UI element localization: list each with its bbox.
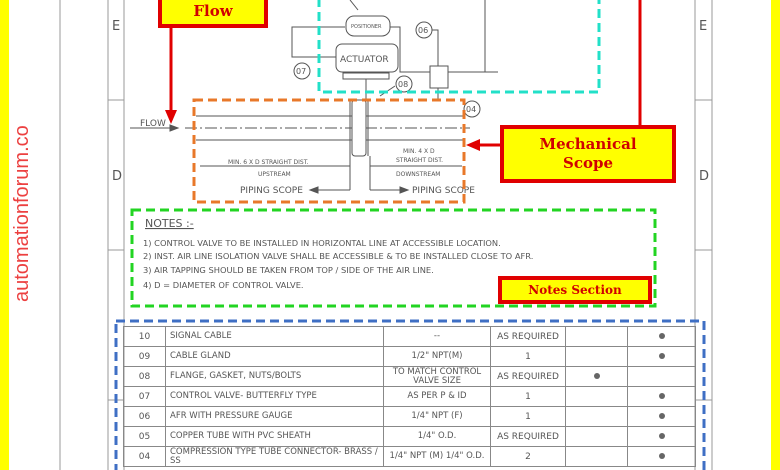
bom-cell-col6 [627,386,696,407]
bom-cell-no: 04 [123,446,166,467]
note-3: 3) AIR TAPPING SHOULD BE TAKEN FROM TOP … [143,265,434,275]
bom-cell-qty: 1 [490,406,566,427]
bom-cell-size: 1/2" NPT(M) [383,346,491,367]
instrument-scope-box [317,0,601,94]
notes-box [130,208,657,308]
bom-cell-qty: 2 [490,446,566,467]
bom-cell-no: 07 [123,386,166,407]
sheet-frame [59,0,713,470]
downstream-label: DOWNSTREAM [396,171,440,178]
bom-cell-desc: FLANGE, GASKET, NUTS/BOLTS [165,366,384,387]
bom-cell-size: 1/4" NPT (F) [383,406,491,427]
bom-cell-qty: 1 [490,346,566,367]
bom-cell-col6 [627,346,696,367]
bom-cell-no: 08 [123,366,166,387]
piping-scope-right: PIPING SCOPE [412,186,475,196]
bom-cell-qty: AS REQUIRED [490,326,566,347]
bullet-icon [658,352,665,359]
bullet-icon [658,432,665,439]
bom-cell-col5 [565,386,628,407]
bom-cell-col6 [627,326,696,347]
actuator-label: ACTUATOR [340,55,389,65]
instrument-assembly [291,0,498,100]
bom-cell-col6 [627,366,696,387]
piping-scope-left: PIPING SCOPE [240,186,303,196]
bom-cell-desc: CABLE GLAND [165,346,384,367]
bom-cell-col5 [565,326,628,347]
tag-bubbles: 07 08 06 04 [293,21,481,118]
bom-cell-desc: CONTROL VALVE- BUTTERFLY TYPE [165,386,384,407]
mechanical-scope-box [192,98,466,204]
bom-cell-col5 [565,446,628,467]
bullet-icon [658,392,665,399]
bom-cell-qty: 1 [490,386,566,407]
bom-cell-col5 [565,346,628,367]
bom-cell-desc: COPPER TUBE WITH PVC SHEATH [165,426,384,447]
bom-cell-size: 1/4" O.D. [383,426,491,447]
mechanical-scope-callout: Mechanical Scope [500,125,676,183]
pipe-and-valve [130,99,470,194]
note-1: 1) CONTROL VALVE TO BE INSTALLED IN HORI… [143,238,501,248]
bom-cell-size: AS PER P & ID [383,386,491,407]
bom-cell-col6 [627,446,696,467]
bom-cell-no: 05 [123,426,166,447]
zone-label-d-right: D [699,169,709,184]
downstream-dim-1: MIN. 4 X D [403,148,435,155]
watermark: automationforum.co [11,125,33,302]
callout-arrows [165,0,642,151]
flow-callout: Flow [158,0,268,28]
bullet-icon [658,332,665,339]
bullet-icon [593,372,600,379]
note-4: 4) D = DIAMETER OF CONTROL VALVE. [143,280,304,290]
bom-cell-no: 06 [123,406,166,427]
note-2: 2) INST. AIR LINE ISOLATION VALVE SHALL … [143,251,533,261]
bom-cell-col6 [627,406,696,427]
notes-title: NOTES :- [145,217,194,230]
tag-06: 06 [418,26,428,35]
bom-cell-desc: AFR WITH PRESSURE GAUGE [165,406,384,427]
bom-cell-qty: AS REQUIRED [490,366,566,387]
bom-cell-desc: COMPRESSION TYPE TUBE CONNECTOR- BRASS /… [165,446,384,467]
positioner-label: POSITIONER [351,24,382,30]
bom-cell-qty: AS REQUIRED [490,426,566,447]
bom-cell-no: 09 [123,346,166,367]
bom-cell-no: 10 [123,326,166,347]
bom-cell-desc: SIGNAL CABLE [165,326,384,347]
bullet-icon [658,412,665,419]
bom-cell-size: 1/4" NPT (M) 1/4" O.D. [383,446,491,467]
bom-cell-col5 [565,366,628,387]
bom-cell-size: TO MATCH CONTROL VALVE SIZE [383,366,491,387]
tag-08: 08 [398,80,408,89]
bom-cell-col6 [627,426,696,447]
notes-section-callout: Notes Section [498,276,652,304]
bom-cell-size: -- [383,326,491,347]
downstream-dim-2: STRAIGHT DIST. [396,157,443,164]
tag-07: 07 [296,67,306,76]
flow-label: FLOW [140,119,166,129]
bom-cell-col5 [565,426,628,447]
bom-cell-col5 [565,406,628,427]
zone-label-d-left: D [112,169,122,184]
bullet-icon [658,452,665,459]
upstream-dim: MIN. 6 X D STRAIGHT DIST. [228,159,309,166]
upstream-label: UPSTREAM [258,171,291,178]
bom-box [114,319,706,470]
zone-label-e-left: E [112,19,120,34]
tag-04: 04 [466,105,476,114]
zone-label-e-right: E [699,19,707,34]
